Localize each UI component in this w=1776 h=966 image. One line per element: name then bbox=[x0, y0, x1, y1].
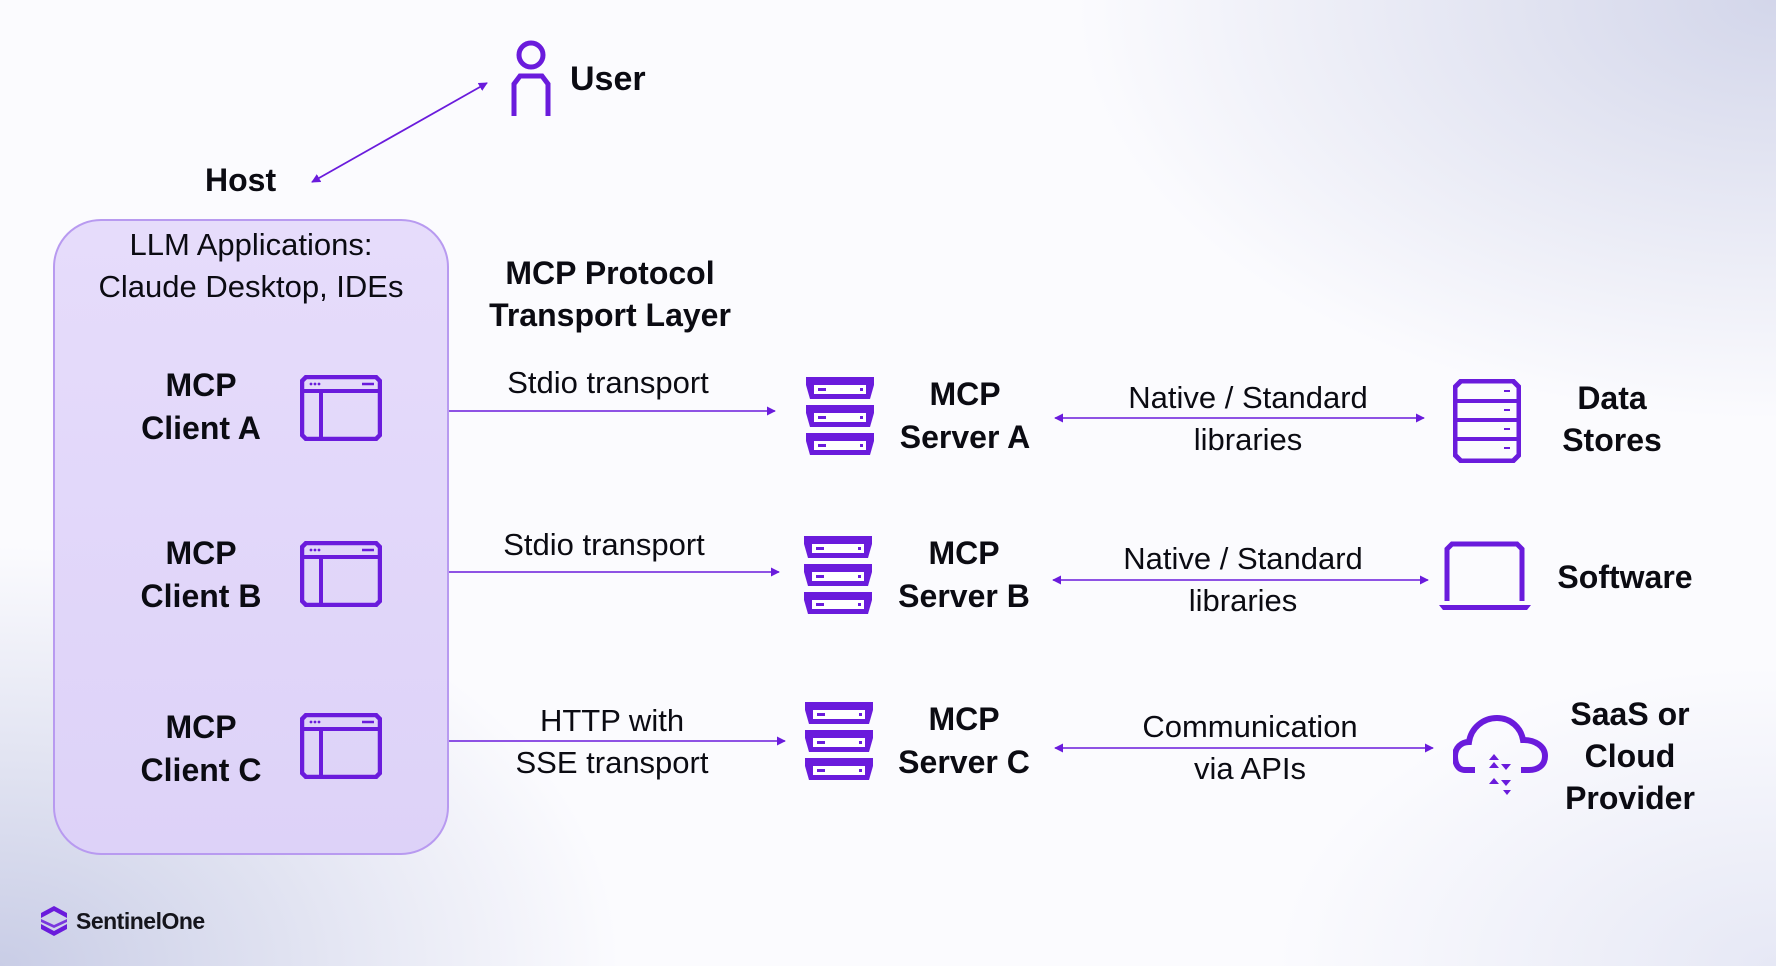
cloud-icon bbox=[1453, 714, 1549, 795]
logo-text: SentinelOne bbox=[76, 907, 205, 934]
server-b-label: MCP Server B bbox=[879, 532, 1049, 618]
server-stack-icon bbox=[806, 377, 874, 455]
server-stack-icon bbox=[804, 536, 872, 614]
server-a-line2: Server A bbox=[899, 419, 1031, 455]
server-stack-icon bbox=[805, 702, 873, 780]
resource-a-line1: Data bbox=[1577, 380, 1647, 416]
link-c-label: Communication via APIs bbox=[1090, 706, 1410, 790]
app-window-icon bbox=[300, 375, 382, 441]
link-a-line2: libraries bbox=[1193, 422, 1303, 457]
protocol-title-line2: Transport Layer bbox=[489, 297, 731, 333]
server-c-line2: Server C bbox=[898, 744, 1030, 780]
server-a-line1: MCP bbox=[929, 376, 1001, 412]
link-a-label: Native / Standard libraries bbox=[1088, 377, 1408, 461]
host-title-line2: Claude Desktop, IDEs bbox=[98, 269, 404, 304]
link-b-line1: Native / Standard bbox=[1123, 541, 1363, 576]
app-window-icon bbox=[300, 541, 382, 607]
server-b-line1: MCP bbox=[928, 535, 1000, 571]
server-a-label: MCP Server A bbox=[880, 373, 1050, 459]
server-c-line1: MCP bbox=[928, 701, 1000, 737]
host-user-arrow bbox=[311, 82, 488, 183]
link-c-line2: via APIs bbox=[1194, 751, 1306, 786]
resource-data-stores-label: Data Stores bbox=[1512, 377, 1712, 461]
client-a-line2: Client A bbox=[141, 410, 261, 446]
client-c-line2: Client C bbox=[140, 752, 262, 788]
client-a-label: MCP Client A bbox=[101, 364, 301, 450]
resource-c-line3: Provider bbox=[1565, 780, 1695, 816]
client-b-line1: MCP bbox=[165, 535, 237, 571]
host-title-line1: LLM Applications: bbox=[129, 227, 373, 262]
sentinelone-logo: SentinelOne bbox=[40, 905, 205, 937]
client-c-label: MCP Client C bbox=[101, 706, 301, 792]
host-label: Host bbox=[205, 162, 277, 198]
link-b-label: Native / Standard libraries bbox=[1083, 538, 1403, 622]
transport-c-label: HTTP with SSE transport bbox=[462, 700, 762, 784]
transport-a-label: Stdio transport bbox=[458, 362, 758, 404]
protocol-title-line1: MCP Protocol bbox=[505, 255, 715, 291]
host-container bbox=[53, 219, 449, 855]
resource-a-line2: Stores bbox=[1562, 422, 1662, 458]
transport-b-line1: Stdio transport bbox=[503, 527, 705, 562]
transport-b-label: Stdio transport bbox=[454, 524, 754, 566]
client-c-line1: MCP bbox=[165, 709, 237, 745]
client-b-label: MCP Client B bbox=[101, 532, 301, 618]
user-icon bbox=[511, 40, 551, 116]
server-b-line2: Server B bbox=[898, 578, 1030, 614]
transport-c-line1: HTTP with bbox=[539, 703, 685, 738]
sentinelone-logo-icon bbox=[41, 906, 67, 936]
resource-c-line2: Cloud bbox=[1584, 738, 1676, 774]
server-c-label: MCP Server C bbox=[879, 698, 1049, 784]
link-c-line1: Communication bbox=[1142, 709, 1358, 744]
link-b-line2: libraries bbox=[1188, 583, 1298, 618]
protocol-title: MCP Protocol Transport Layer bbox=[465, 252, 755, 336]
client-b-line2: Client B bbox=[140, 578, 262, 614]
link-a-line1: Native / Standard bbox=[1128, 380, 1368, 415]
resource-b-line1: Software bbox=[1557, 559, 1693, 595]
user-label: User bbox=[570, 60, 646, 98]
host-title: LLM Applications: Claude Desktop, IDEs bbox=[53, 224, 449, 308]
client-a-line1: MCP bbox=[165, 367, 237, 403]
resource-c-line1: SaaS or bbox=[1570, 696, 1690, 732]
laptop-icon bbox=[1439, 541, 1531, 610]
transport-a-line1: Stdio transport bbox=[507, 365, 709, 400]
resource-cloud-label: SaaS or Cloud Provider bbox=[1530, 693, 1730, 819]
database-icon bbox=[1453, 379, 1521, 463]
transport-c-line2: SSE transport bbox=[515, 745, 709, 780]
resource-software-label: Software bbox=[1525, 556, 1725, 598]
app-window-icon bbox=[300, 713, 382, 779]
